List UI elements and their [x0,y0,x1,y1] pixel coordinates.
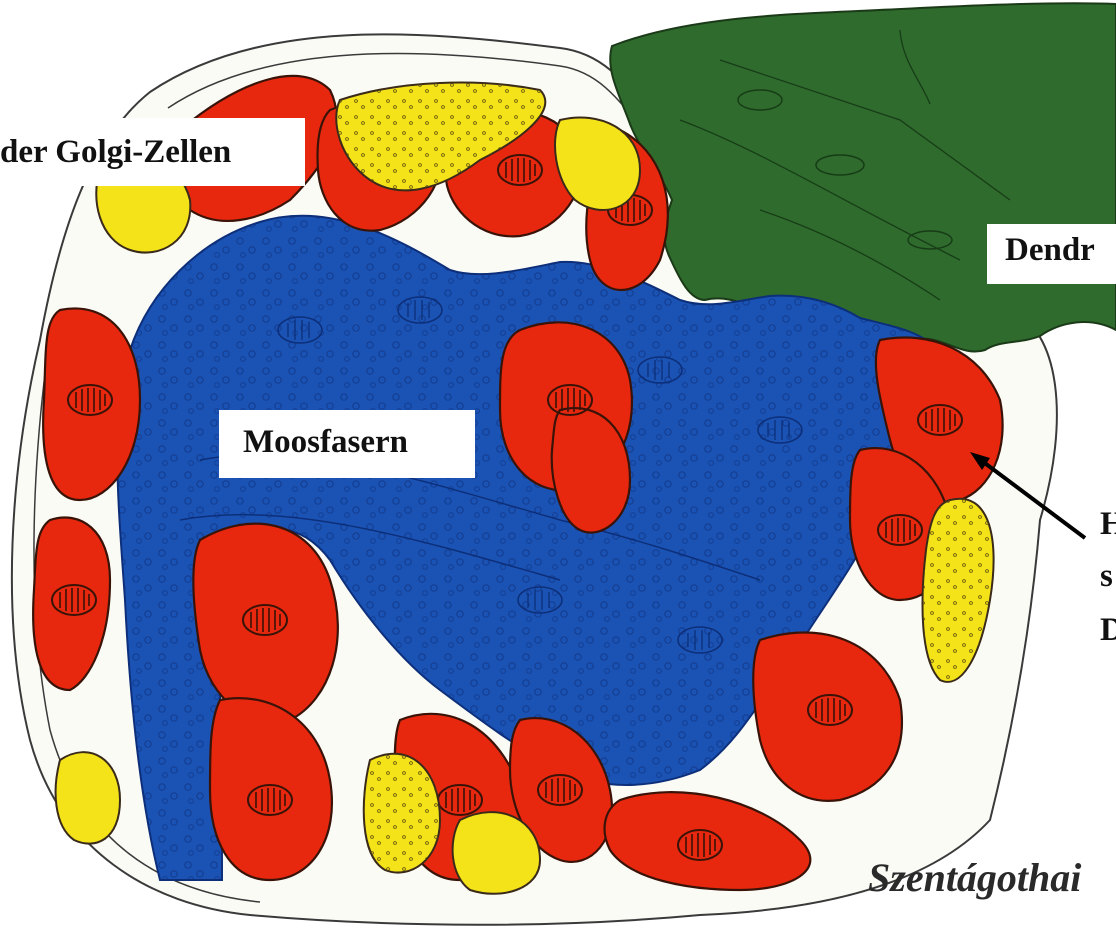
credit-author: Szentágothai [868,858,1081,898]
label-golgi-cells: der Golgi-Zellen [0,118,305,186]
label-mossy-fibers: Moosfasern [219,410,475,478]
label-side-line-3: D [1100,614,1116,658]
label-dendrite: Dendr [987,224,1116,284]
label-side-line-2: s [1100,560,1116,604]
label-side-line-1: H [1100,508,1116,552]
